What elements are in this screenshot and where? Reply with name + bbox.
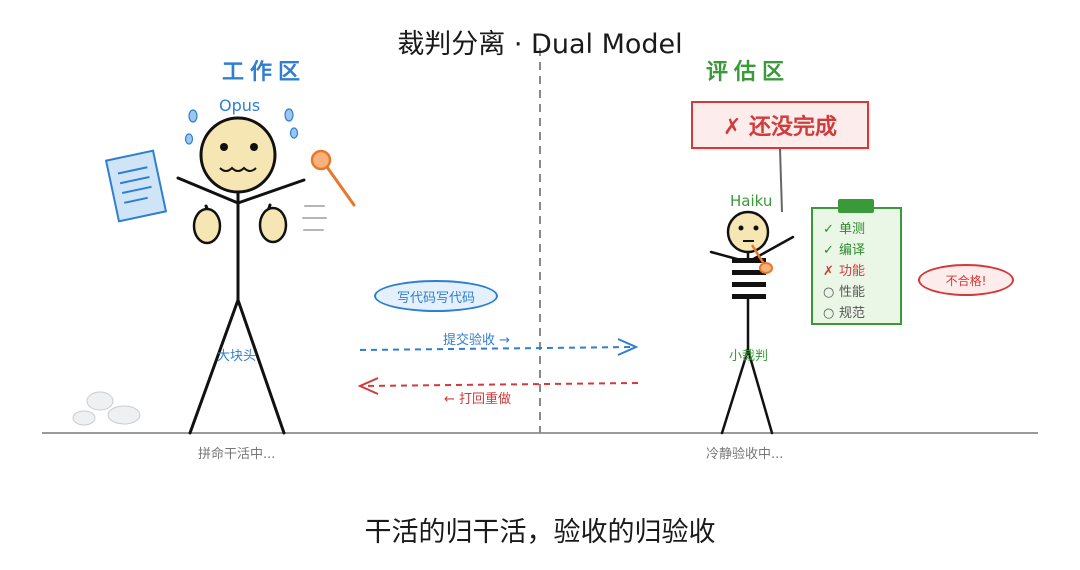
verdict-box: ✗ 还没完成 [691,101,869,149]
haiku-body-label: 小裁判 [729,349,769,364]
checklist-item: ○ 性能 [823,282,865,303]
diagram-title: 裁判分离 · Dual Model [397,29,683,60]
motion-lines [302,205,327,231]
haiku-name-label: Haiku [730,192,773,210]
verdict-connector [779,148,783,213]
opus-status-text: 拼命干活中... [198,447,276,462]
checklist-item: ✓ 单测 [823,219,865,240]
opus-head [199,116,277,194]
opus-name-label: Opus [219,96,261,115]
clipboard-checklist-panel [811,207,902,325]
opus-eye-right [250,143,258,151]
haiku-striped-shirt [732,258,766,299]
checklist-item-label: 规范 [839,306,866,321]
checklist-item-label: 单测 [839,222,866,237]
reject-arrow [357,377,639,395]
whistle-tool-icon [310,149,356,207]
opus-body-label: 大块头 [217,349,257,364]
opus-speech-bubble: 写代码写代码 [374,280,498,312]
opus-hand-left [192,207,222,245]
checklist-item-label: 编译 [839,243,866,258]
cross-icon: ✗ [823,264,834,279]
opus-hand-right [258,206,288,244]
circle-icon: ○ [823,285,835,300]
check-icon: ✓ [823,243,834,258]
checklist-item-label: 功能 [839,264,866,279]
haiku-head [726,210,770,254]
submit-arrow [359,338,639,356]
fail-badge: 不合格! [918,264,1014,296]
haiku-whistle-icon [750,244,773,274]
clipboard-clip-icon [838,199,874,213]
opus-eye-left [220,143,228,151]
circle-icon: ○ [823,306,835,321]
checklist-item-label: 性能 [839,285,866,300]
opus-figure [176,176,306,435]
haiku-status-text: 冷静验收中... [706,447,784,462]
haiku-eye-right [753,225,759,231]
rocks-decoration [72,391,141,426]
eval-zone-label: 评估区 [706,60,791,85]
checklist-item: ✓ 编译 [823,240,865,261]
reject-arrow-label: ← 打回重做 [444,392,512,407]
haiku-eye-left [738,225,744,231]
opus-mouth [219,166,257,172]
check-icon: ✓ [823,222,834,237]
checklist-item: ○ 规范 [823,303,865,324]
checklist-item: ✗ 功能 [823,261,865,282]
checklist: ✓ 单测 ✓ 编译 ✗ 功能 ○ 性能 ○ 规范 [823,219,865,324]
footer-caption: 干活的归干活，验收的归验收 [364,517,716,548]
document-icon [104,149,168,223]
submit-arrow-label: 提交验收 → [443,333,511,348]
work-zone-label: 工作区 [222,60,307,85]
sweat-drops-icon [184,108,299,145]
